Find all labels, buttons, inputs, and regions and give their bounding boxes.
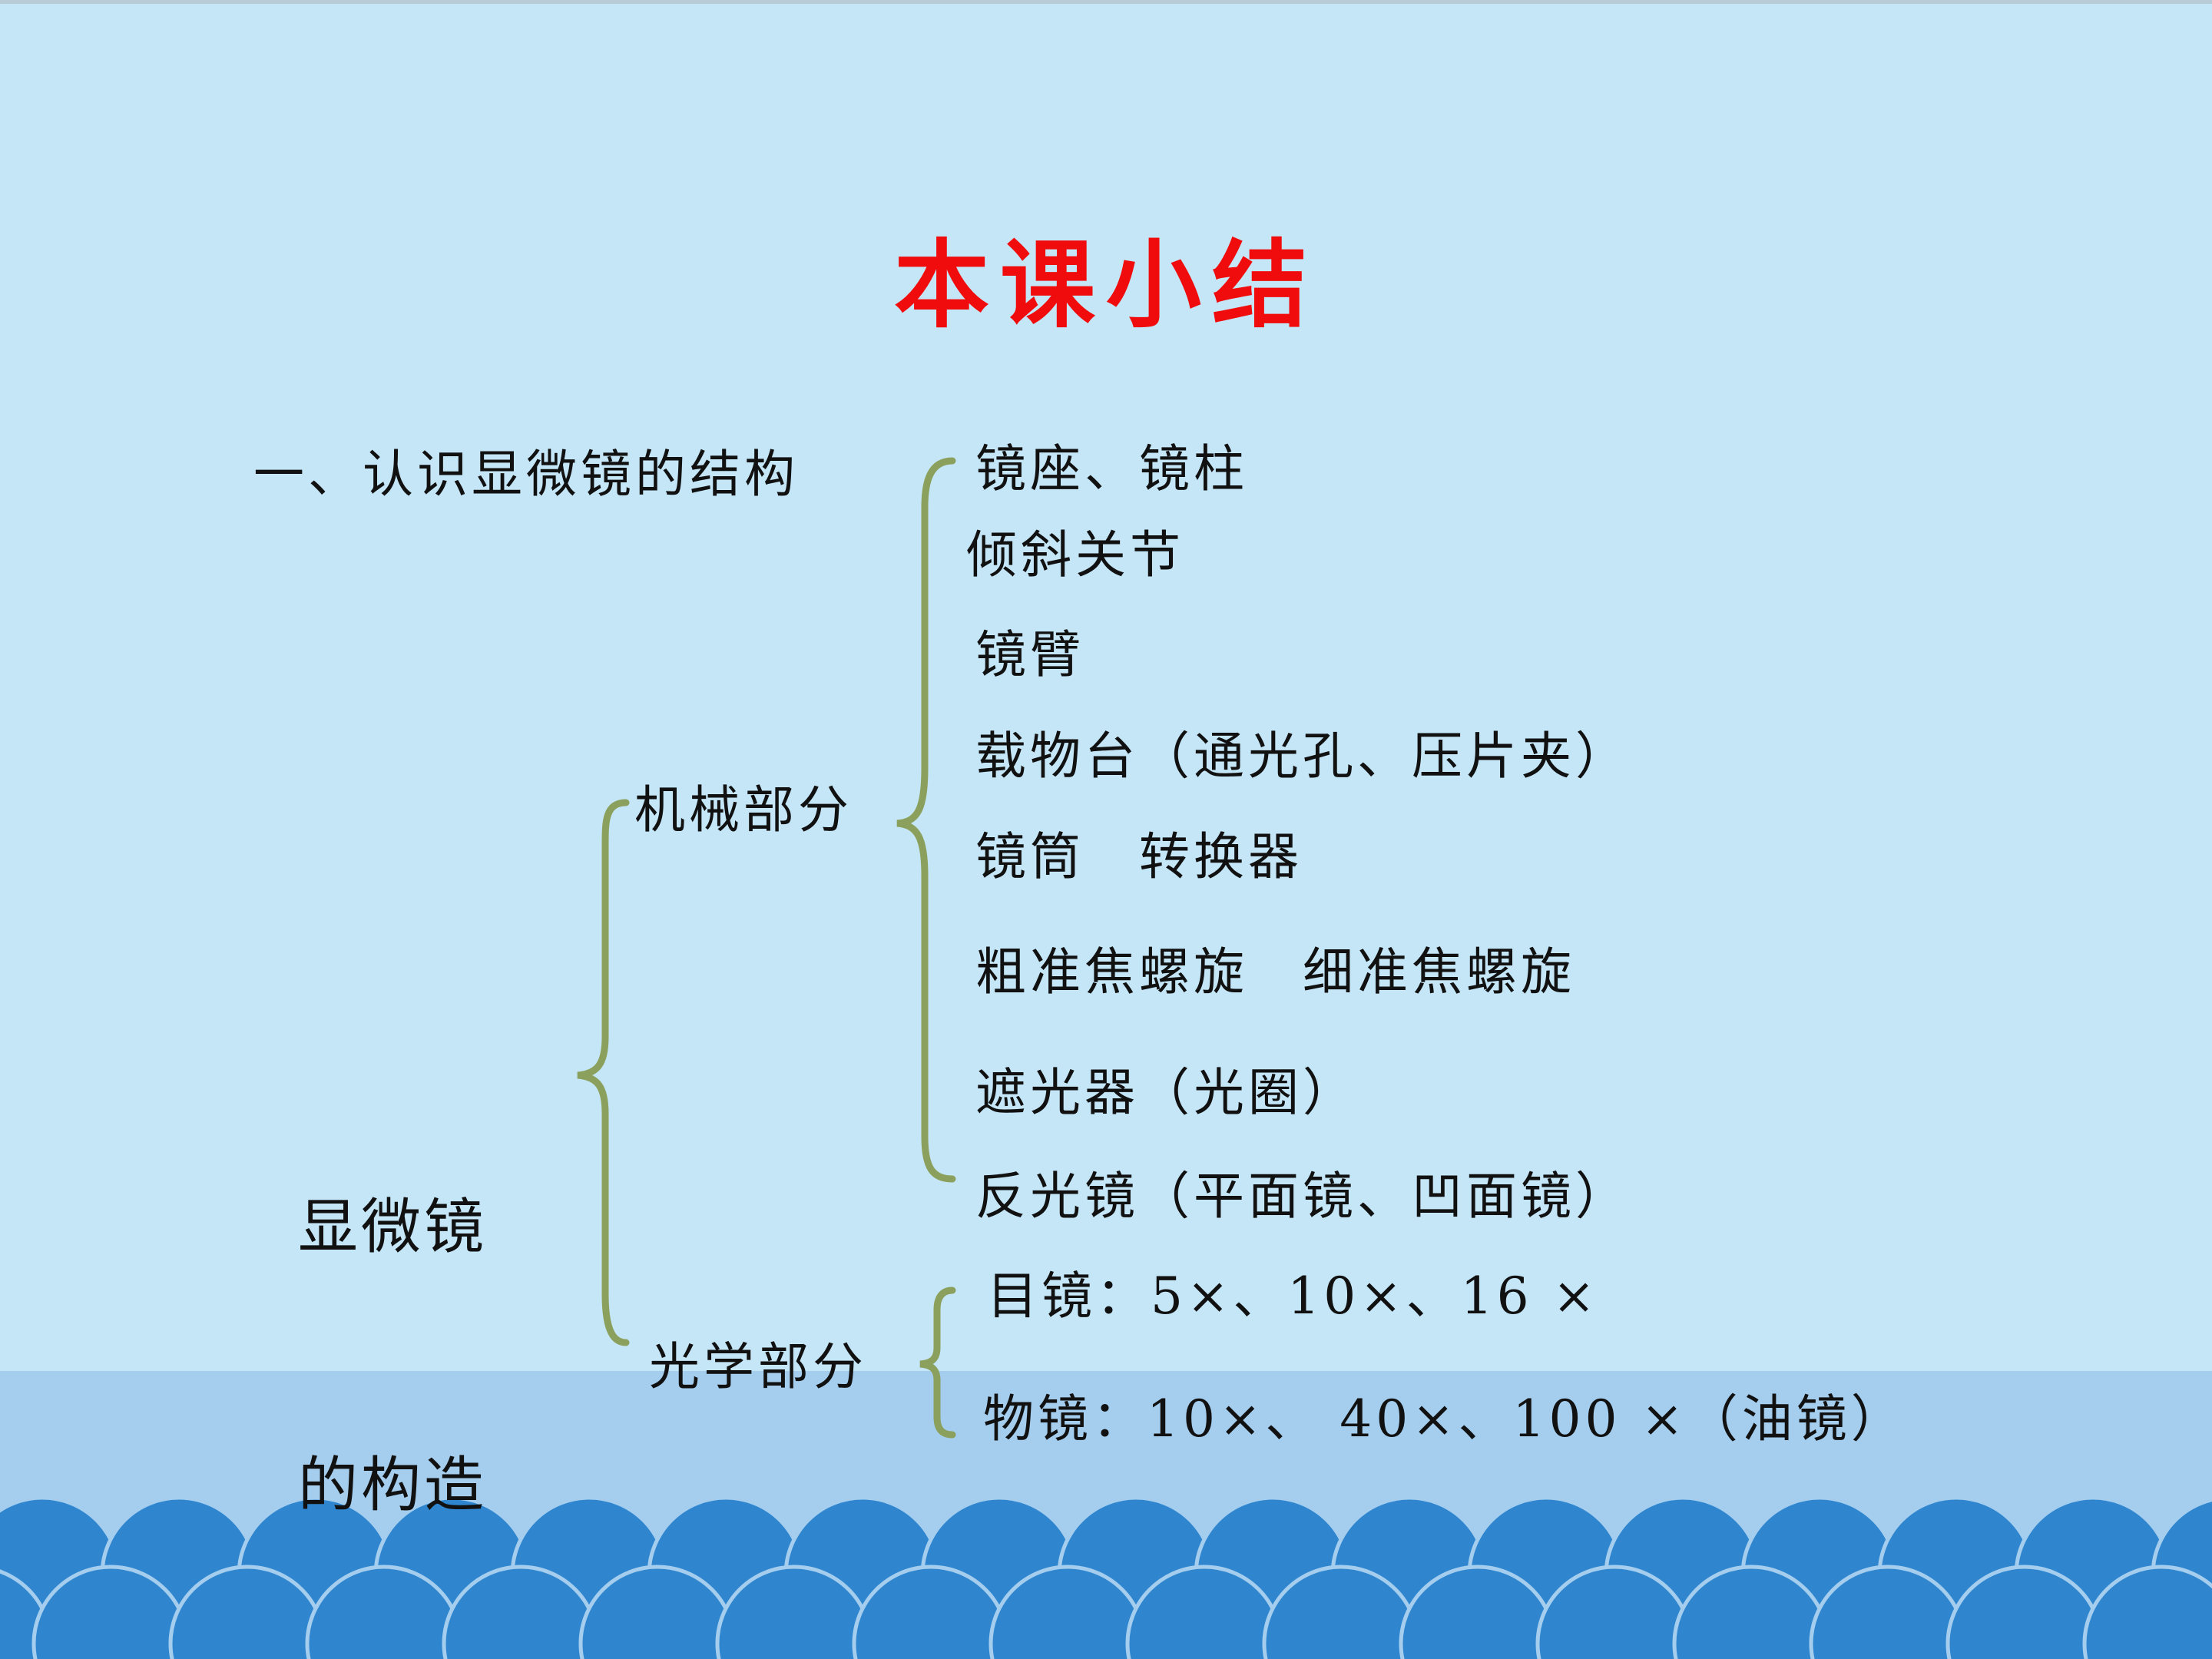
slide-title: 本课小结	[893, 230, 1318, 341]
mechanical-item-base-pillar: 镜座、镜柱	[975, 439, 1248, 498]
mechanical-part-label: 机械部分	[634, 780, 853, 839]
mechanical-item-focus-knobs: 粗准焦螺旋 细准焦螺旋	[975, 942, 1575, 1002]
optical-part-label: 光学部分	[649, 1337, 867, 1396]
section-heading: 一、认识显微镜的结构	[253, 445, 799, 504]
optical-item-eyepiece: 目镜：5×、10×、16 ×	[987, 1267, 1599, 1326]
mechanical-item-diaphragm: 遮光器（光圈）	[975, 1063, 1357, 1122]
mechanical-item-stage: 载物台（通光孔、压片夹）	[975, 727, 1630, 786]
main-label-line-1: 显微镜	[298, 1193, 488, 1262]
mechanical-item-tube-nosepiece: 镜筒 转换器	[975, 827, 1303, 886]
mechanical-item-arm: 镜臂	[975, 625, 1084, 684]
mechanical-brace	[896, 457, 956, 1183]
optical-item-objective: 物镜：10×、 40×、100 ×（油镜）	[983, 1389, 1906, 1449]
mechanical-item-tilt-joint: 倾斜关节	[966, 525, 1184, 584]
optical-brace	[919, 1286, 956, 1439]
wave-scallop	[2082, 1565, 2212, 1659]
top-border-line	[0, 0, 2212, 4]
microscope-structure-label: 显微镜 的构造	[298, 1012, 487, 1659]
main-brace	[577, 799, 630, 1346]
main-label-line-2: 的构造	[298, 1451, 488, 1520]
wave-decoration	[0, 1495, 2212, 1659]
mechanical-item-mirror: 反光镜（平面镜、凹面镜）	[975, 1167, 1630, 1226]
